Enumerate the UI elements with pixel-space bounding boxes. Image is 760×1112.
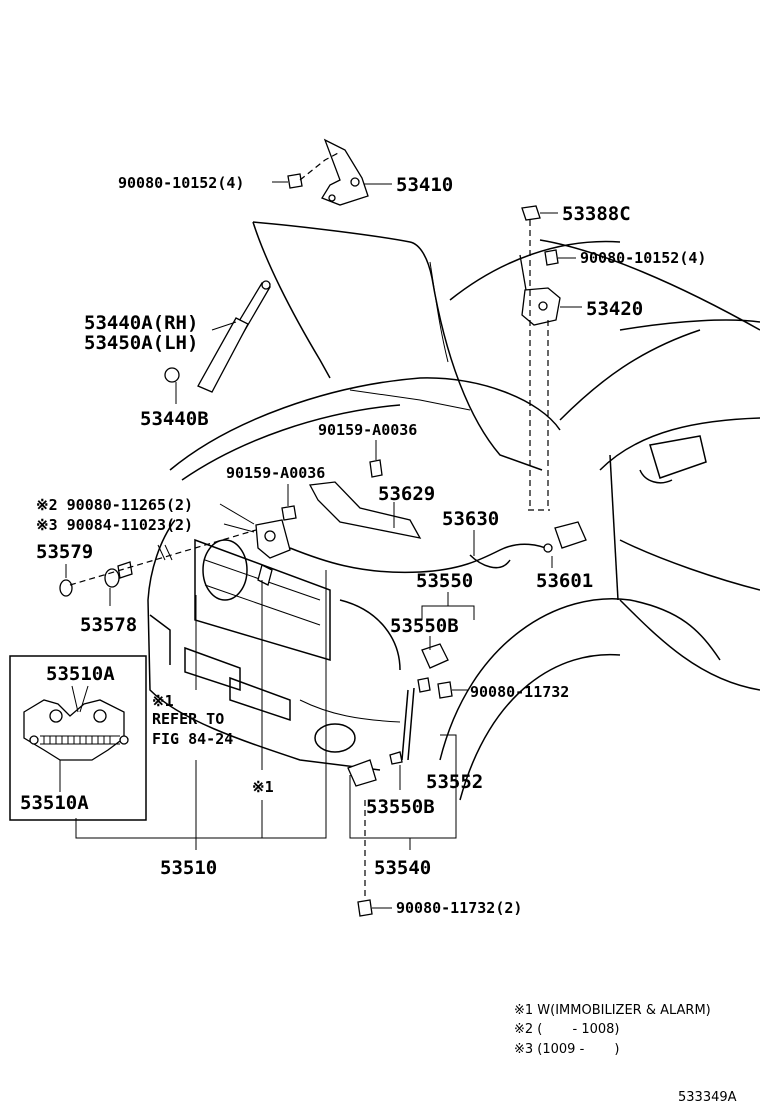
label-note3-part: ※3 90084-11023(2) (36, 516, 193, 534)
label-note2-part: ※2 90080-11265(2) (36, 496, 193, 514)
label-refer-line2: FIG 84-24 (152, 730, 233, 748)
label-53601: 53601 (536, 570, 593, 592)
bolt-11732-2-part (357, 899, 373, 917)
label-53510A-top: 53510A (46, 663, 115, 685)
label-53550B-bottom: 53550B (366, 796, 435, 818)
label-53410: 53410 (396, 174, 453, 196)
label-53420: 53420 (586, 298, 643, 320)
label-strut-lh: 53450A(LH) (84, 332, 198, 354)
label-53578: 53578 (80, 614, 137, 636)
label-mark1: ※1 (252, 778, 274, 796)
label-53629: 53629 (378, 483, 435, 505)
label-53552: 53552 (426, 771, 483, 793)
hood-hinge-left (321, 138, 369, 206)
label-53388C: 53388C (562, 203, 631, 225)
label-53440B: 53440B (140, 408, 209, 430)
footnote-2: ※2 ( - 1008) (514, 1022, 619, 1037)
label-53540: 53540 (374, 857, 431, 879)
label-53510A-bottom: 53510A (20, 792, 89, 814)
label-bolt-hinge-top: 90080-10152(4) (118, 174, 244, 192)
hood-lock (255, 519, 291, 586)
label-53630: 53630 (442, 508, 499, 530)
release-lever (543, 521, 587, 553)
footnote-1: ※1 W(IMMOBILIZER & ALARM) (514, 1003, 711, 1018)
label-53550B-top: 53550B (390, 615, 459, 637)
clips (281, 459, 383, 521)
label-53579: 53579 (36, 541, 93, 563)
label-bolt-11732-2: 90080-11732(2) (396, 899, 522, 917)
bumper-cushion (59, 561, 133, 597)
lock-support (308, 481, 422, 539)
release-cable (289, 543, 551, 574)
label-bolt-11732: 90080-11732 (470, 683, 569, 701)
hood-support-strut (197, 280, 271, 393)
footnotes: ※1 W(IMMOBILIZER & ALARM) ※2 ( - 1008) ※… (514, 1003, 737, 1105)
figure-id: 533349A (678, 1090, 737, 1105)
bolt-11732-part (437, 681, 453, 699)
strut-ball-stud (164, 367, 180, 383)
label-refer-line1: REFER TO (152, 710, 224, 728)
label-strut-rh: 53440A(RH) (84, 312, 198, 334)
part-labels: 90080-10152(4) 53410 53388C 90080-10152(… (20, 174, 706, 917)
hood-hinge-right (519, 254, 561, 326)
hood-cushion (521, 205, 541, 221)
safety-catch (347, 643, 449, 787)
label-refer-mark: ※1 (152, 692, 174, 710)
label-53510: 53510 (160, 857, 217, 879)
label-bolt-hinge-right: 90080-10152(4) (580, 249, 706, 267)
hinge-bolt-right (544, 249, 559, 266)
leader-lines (65, 181, 582, 909)
inset-53510A (9, 655, 147, 821)
label-clip-b: 90159-A0036 (226, 464, 325, 482)
hinge-bolt-left (287, 173, 303, 189)
label-clip-a: 90159-A0036 (318, 421, 417, 439)
vehicle-body (147, 221, 760, 801)
footnote-3: ※3 (1009 - ) (514, 1042, 619, 1057)
label-53550: 53550 (416, 570, 473, 592)
